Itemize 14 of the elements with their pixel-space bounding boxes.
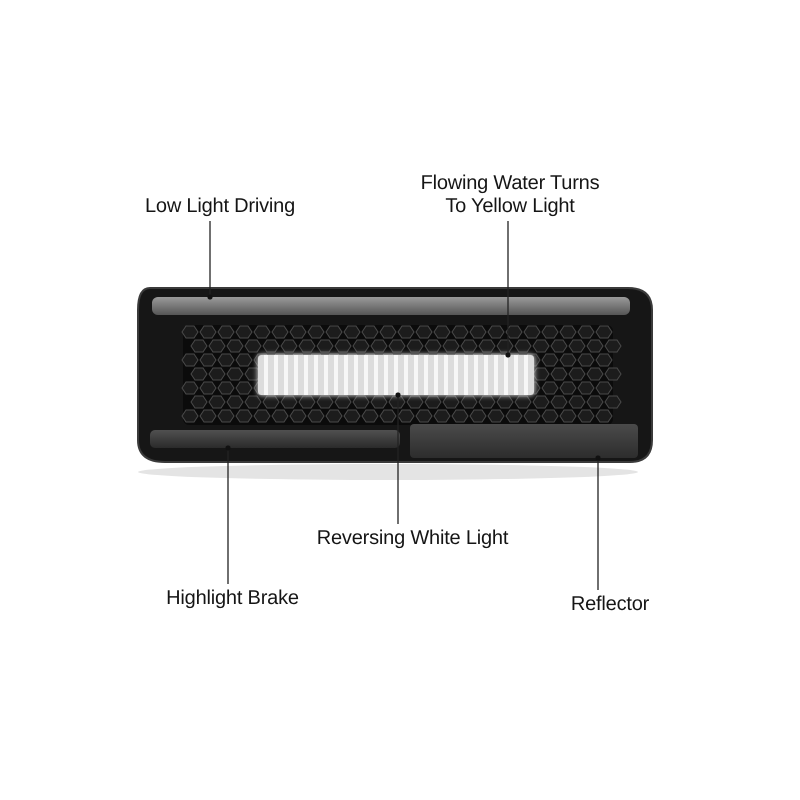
reversing-light-strip	[258, 355, 534, 395]
leader-line	[505, 221, 511, 358]
callout-label: Reflector	[555, 593, 665, 616]
leader-line	[207, 221, 213, 300]
leader-line	[225, 445, 231, 584]
callout-label: Low Light Driving	[125, 195, 315, 218]
reflector-panel	[410, 424, 638, 458]
brake-light-bar	[150, 430, 400, 448]
callout-label: Flowing Water Turns To Yellow Light	[410, 172, 610, 218]
callout-label: Highlight Brake	[145, 587, 320, 610]
leader-line	[595, 455, 601, 590]
low-light-bar	[152, 297, 630, 315]
leader-line	[395, 392, 401, 524]
callout-label: Reversing White Light	[295, 527, 530, 550]
